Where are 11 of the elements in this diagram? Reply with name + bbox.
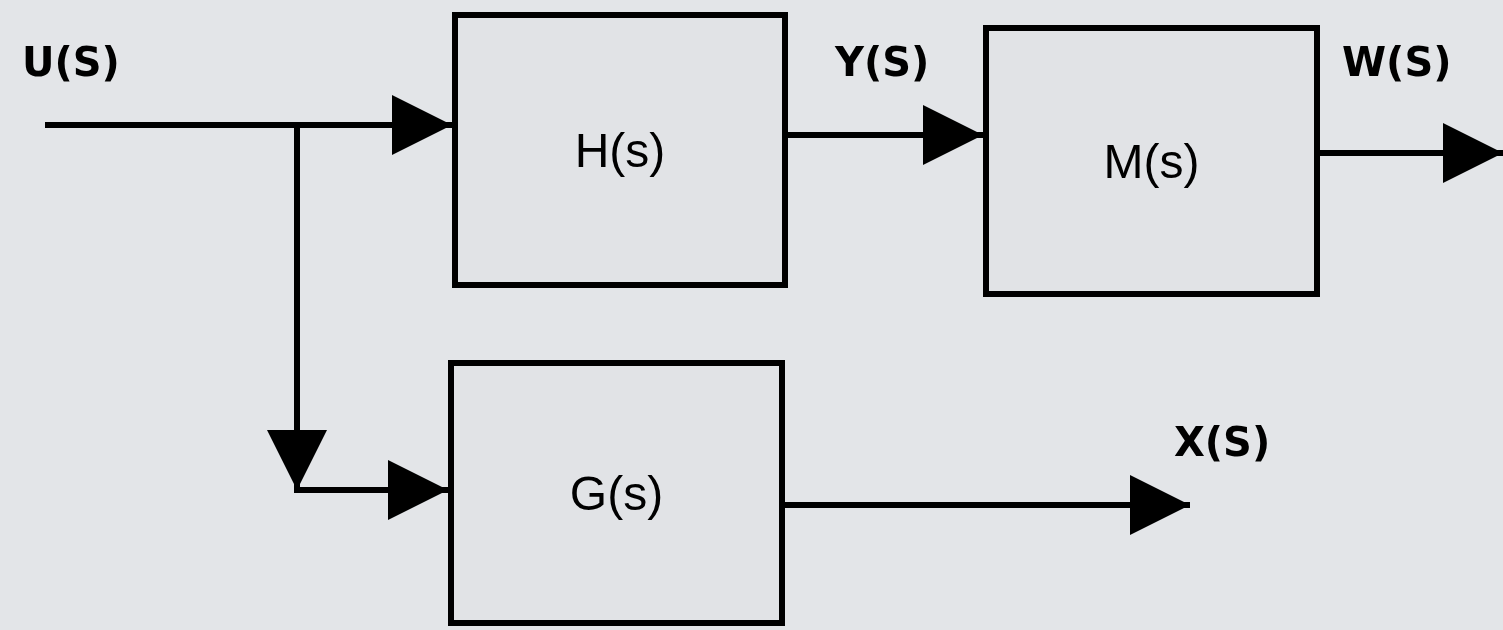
block-box [448,360,785,626]
transfer-function: G(s) [569,465,664,521]
arrow [1320,123,1503,183]
transfer-function: M(s) [1103,133,1200,189]
arrow [785,475,1190,535]
arrow [788,105,983,165]
arrow [267,125,448,520]
block-box [452,12,788,288]
block-box [983,25,1320,297]
transfer-function: H(s) [574,122,666,178]
arrow [45,95,452,155]
